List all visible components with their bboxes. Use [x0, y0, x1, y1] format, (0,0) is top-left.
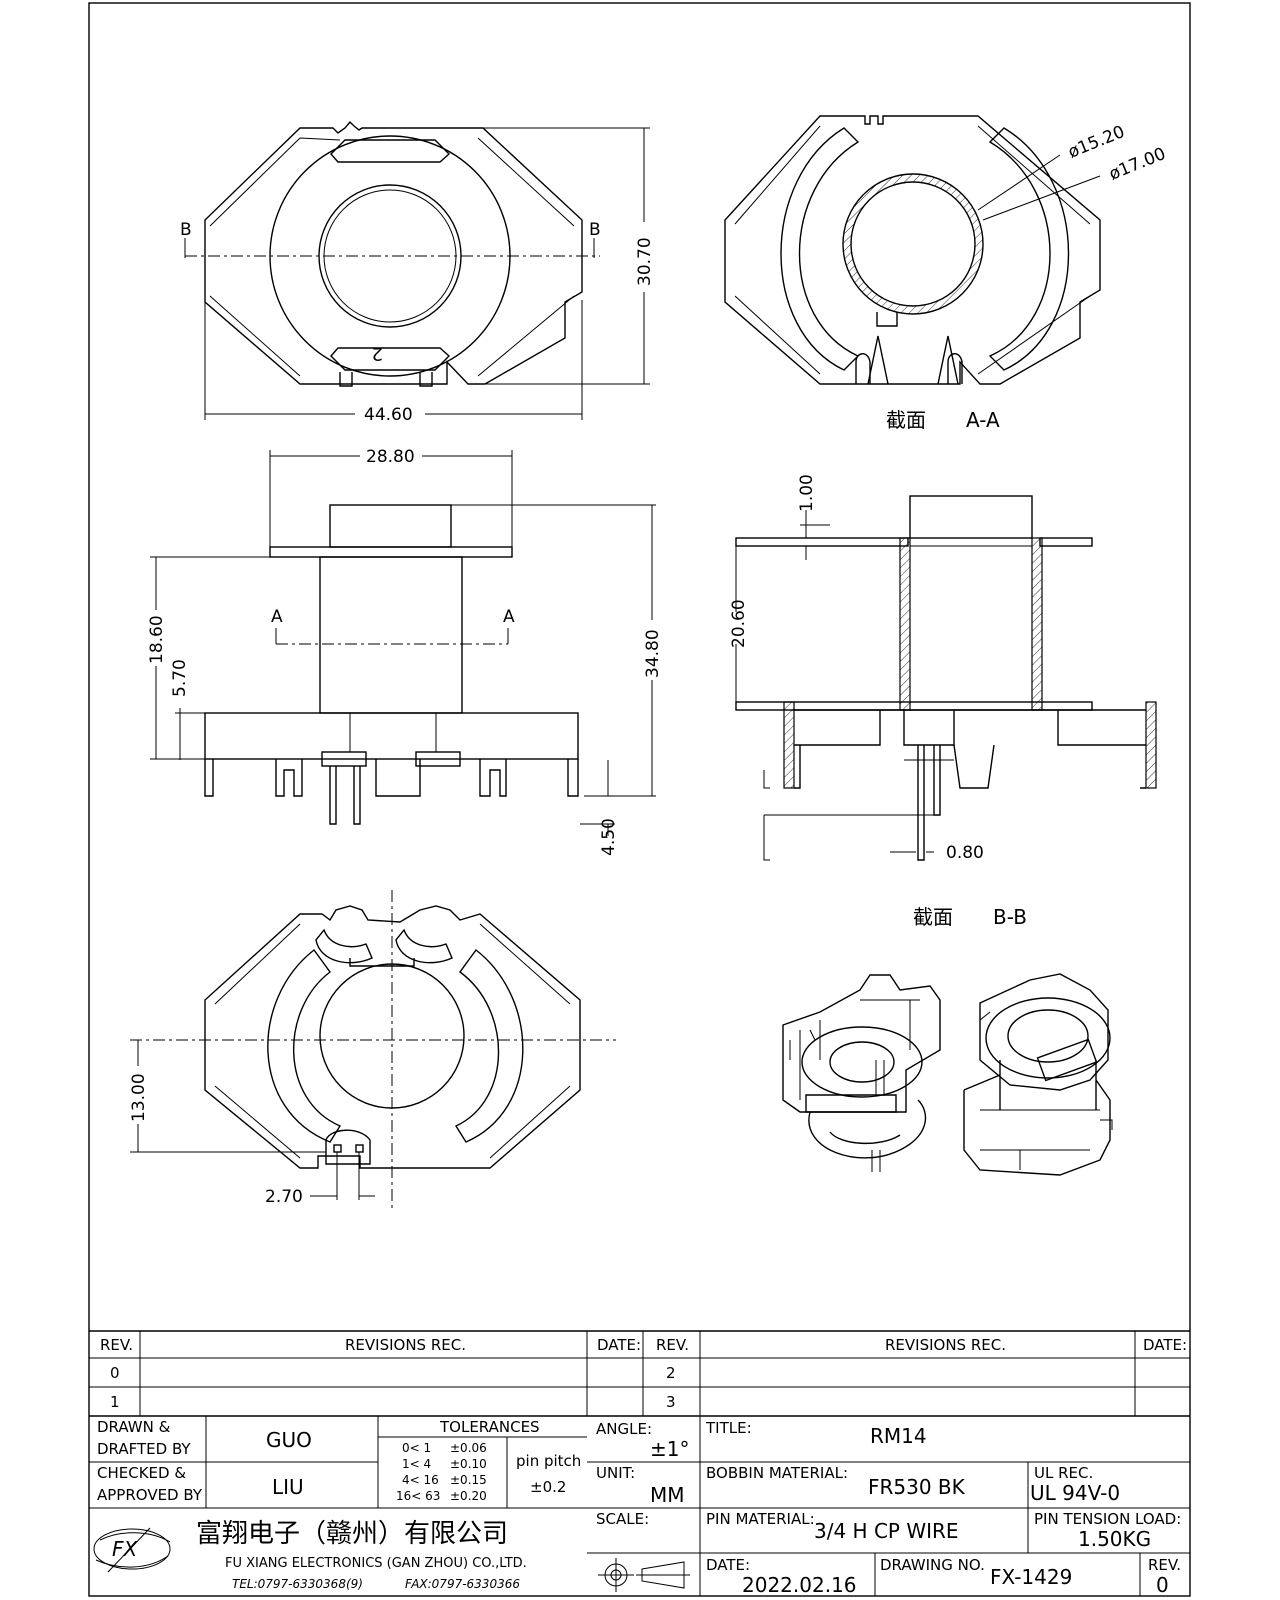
company-logo: FX: [93, 1527, 171, 1573]
section-bb-view: 20.60 1.00 0.80 截面 B-B: [729, 474, 1157, 929]
title-value: RM14: [870, 1424, 927, 1448]
ul-rec-value: UL 94V-0: [1030, 1481, 1120, 1505]
isometric-view-top: [963, 973, 1113, 1176]
date-label: DATE:: [706, 1556, 750, 1574]
pin-tension-value: 1.50KG: [1078, 1527, 1151, 1551]
logo-text: FX: [112, 1537, 139, 1561]
drawn-value: GUO: [266, 1428, 312, 1452]
tolerances-label: TOLERANCES: [439, 1418, 540, 1436]
sheet-border: [88, 2, 1191, 1597]
dim-outer-dia: ø17.00: [1106, 144, 1168, 185]
dim-flange-width: 28.80: [366, 447, 415, 467]
tol-value-3: ±0.20: [450, 1489, 487, 1503]
pin-mark-text: 2: [372, 343, 383, 364]
pin-pitch-value: ±0.2: [530, 1478, 566, 1496]
section-aa-caption-code: A-A: [966, 408, 1000, 432]
dim-pin-dia: 0.80: [946, 843, 984, 863]
title-label: TITLE:: [705, 1419, 752, 1437]
rev-value: 0: [1156, 1573, 1169, 1597]
checked-label-1: CHECKED &: [97, 1464, 186, 1482]
dim-winding-height: 20.60: [729, 599, 749, 648]
tol-range-3: 16< 63: [396, 1489, 440, 1503]
isometric-view-bottom: [782, 974, 941, 1172]
tol-range-1: 1< 4: [402, 1457, 431, 1471]
dim-tube-height: 18.60: [147, 615, 167, 664]
tol-value-0: ±0.06: [450, 1441, 487, 1455]
rev-row-2: 2: [666, 1364, 676, 1382]
rev-header: REV.: [100, 1336, 133, 1354]
bottom-view: 13.00 2.70: [129, 890, 616, 1212]
angle-value: ±1°: [650, 1437, 689, 1461]
dim-pin-pitch: 2.70: [265, 1187, 303, 1207]
tol-value-1: ±0.10: [450, 1457, 487, 1471]
section-aa-caption-cn: 截面: [886, 408, 926, 432]
section-bb-caption-code: B-B: [993, 905, 1027, 929]
dim-height-30-70: 30.70: [635, 237, 655, 286]
company-name-cn: 富翔电子（赣州）有限公司: [196, 1519, 508, 1549]
unit-label: UNIT:: [596, 1464, 635, 1482]
date-value: 2022.02.16: [742, 1573, 857, 1597]
drawing-no-value: FX-1429: [990, 1565, 1072, 1589]
dim-flange-thickness: 1.00: [797, 474, 817, 512]
revisions-header: REVISIONS REC.: [345, 1336, 466, 1354]
dim-base-height: 5.70: [170, 659, 190, 697]
section-mark-a-right: A: [503, 607, 515, 627]
revisions-header-right: REVISIONS REC.: [885, 1336, 1006, 1354]
section-bb-caption-cn: 截面: [913, 905, 953, 929]
dim-total-height: 34.80: [643, 629, 663, 678]
drawn-label-1: DRAWN &: [97, 1418, 171, 1436]
pin-pitch-label: pin pitch: [516, 1452, 581, 1470]
rev-header-right: REV.: [656, 1336, 689, 1354]
date-header: DATE:: [597, 1336, 641, 1354]
drawing-no-label: DRAWING NO.: [880, 1556, 985, 1574]
rev-row-0: 0: [110, 1364, 120, 1382]
section-mark-b-left: B: [180, 220, 192, 240]
rev-row-3: 3: [666, 1393, 676, 1411]
tol-value-2: ±0.15: [450, 1473, 487, 1487]
company-tel: TEL:0797-6330368(9): [232, 1577, 363, 1591]
company-name-en: FU XIANG ELECTRONICS (GAN ZHOU) CO.,LTD.: [225, 1556, 527, 1571]
top-view: B B 2 44.60 30.70: [180, 120, 655, 425]
dim-inner-dia: ø15.20: [1065, 122, 1127, 163]
side-view: A A 28.80 34.80 18.60 5.70 4.50: [147, 447, 663, 856]
projection-symbol: [598, 1558, 690, 1592]
company-fax: FAX:0797-6330366: [405, 1577, 520, 1591]
rev-label: REV.: [1148, 1556, 1181, 1574]
bobbin-material-value: FR530 BK: [868, 1475, 966, 1499]
ul-rec-label: UL REC.: [1034, 1464, 1093, 1482]
angle-label: ANGLE:: [596, 1420, 652, 1438]
tol-range-0: 0< 1: [402, 1441, 431, 1455]
dim-width-44-60: 44.60: [364, 405, 413, 425]
tol-range-2: 4< 16: [402, 1473, 439, 1487]
pin-material-value: 3/4 H CP WIRE: [814, 1519, 959, 1543]
checked-label-2: APPROVED BY: [97, 1486, 203, 1504]
rev-row-1: 1: [110, 1393, 120, 1411]
dim-pin-offset: 13.00: [129, 1073, 149, 1122]
section-aa-view: ø15.20 ø17.00 截面 A-A: [724, 115, 1169, 432]
section-mark-b-right: B: [589, 220, 601, 240]
unit-value: MM: [650, 1483, 685, 1507]
bobbin-material-label: BOBBIN MATERIAL:: [706, 1464, 848, 1482]
date-header-right: DATE:: [1143, 1336, 1187, 1354]
pin-tension-label: PIN TENSION LOAD:: [1034, 1510, 1181, 1528]
section-mark-a-left: A: [271, 607, 283, 627]
scale-label: SCALE:: [596, 1510, 649, 1528]
checked-value: LIU: [272, 1475, 304, 1499]
dim-pin-length: 4.50: [599, 818, 619, 856]
pin-material-label: PIN MATERIAL:: [706, 1510, 815, 1528]
drawn-label-2: DRAFTED BY: [97, 1440, 191, 1458]
title-block: REV. REVISIONS REC. DATE: REV. REVISIONS…: [89, 1330, 1190, 1597]
